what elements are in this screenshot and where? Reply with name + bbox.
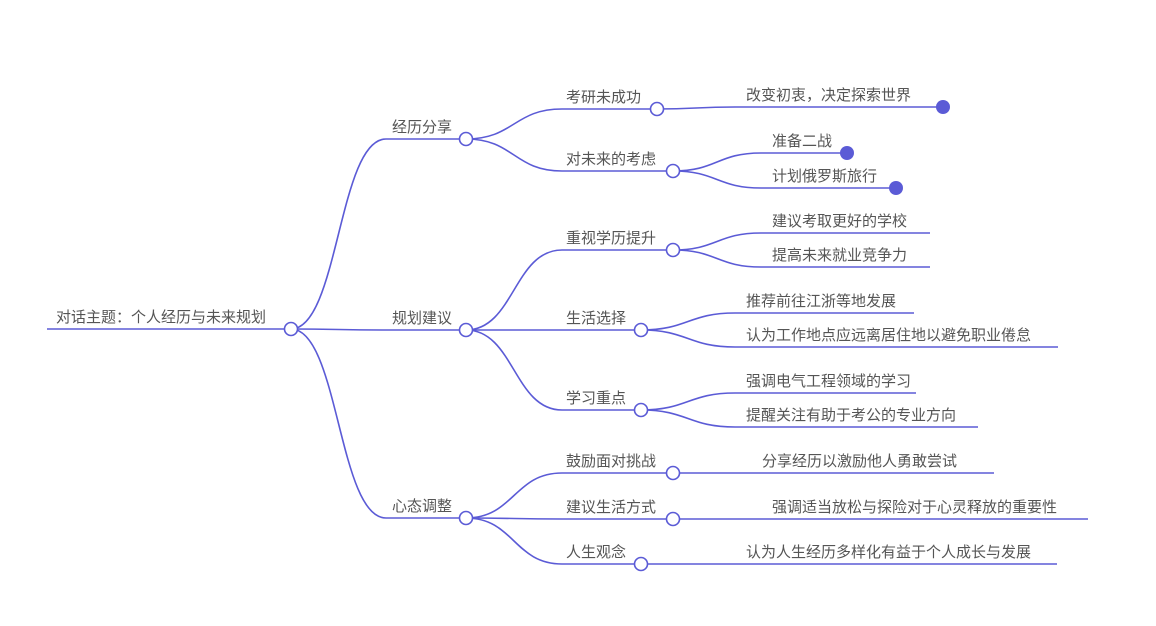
category-node-toggle[interactable]: [458, 131, 474, 147]
detail-label: 建议考取更好的学校: [772, 212, 908, 230]
topic-label: 对未来的考虑: [566, 150, 657, 168]
category-to-topic-connector: [465, 138, 563, 172]
category-to-topic-connector: [465, 329, 563, 411]
topic-to-detail-connector: [640, 329, 736, 348]
topic-to-detail-connector: [672, 170, 762, 189]
root-to-category-connector: [290, 328, 387, 519]
root-topic-label: 对话主题：个人经历与未来规划: [56, 308, 267, 326]
topic-to-detail-connector: [672, 249, 762, 268]
category-to-topic-connector: [465, 517, 563, 520]
topic-node-toggle[interactable]: [665, 511, 681, 527]
topic-node-toggle[interactable]: [665, 465, 681, 481]
detail-label: 分享经历以激励他人勇敢尝试: [762, 452, 958, 470]
category-node-toggle[interactable]: [458, 322, 474, 338]
detail-label: 提高未来就业竞争力: [772, 246, 908, 264]
topic-node-toggle[interactable]: [633, 556, 649, 572]
detail-end-dot[interactable]: [889, 181, 903, 195]
detail-label: 强调适当放松与探险对于心灵释放的重要性: [772, 498, 1058, 516]
category-to-topic-connector: [465, 108, 563, 140]
topic-to-detail-connector: [640, 392, 736, 411]
topic-node-toggle[interactable]: [649, 101, 665, 117]
topic-to-detail-connector: [672, 232, 762, 251]
category-node-toggle[interactable]: [458, 510, 474, 526]
detail-label: 改变初衷，决定探索世界: [746, 86, 912, 104]
category-to-topic-connector: [465, 249, 563, 331]
topic-to-detail-connector: [640, 312, 736, 331]
root-to-category-connector: [290, 328, 387, 331]
topic-node-toggle[interactable]: [665, 242, 681, 258]
topic-label: 人生观念: [566, 543, 627, 561]
category-to-topic-connector: [465, 517, 563, 565]
topic-label: 学习重点: [566, 389, 627, 407]
topic-label: 重视学历提升: [566, 229, 657, 247]
root-to-category-connector: [290, 138, 387, 330]
topic-node-toggle[interactable]: [665, 163, 681, 179]
topic-node-toggle[interactable]: [633, 402, 649, 418]
detail-label: 认为人生经历多样化有益于个人成长与发展: [746, 543, 1032, 561]
detail-label: 推荐前往江浙等地发展: [746, 292, 897, 310]
category-label: 规划建议: [392, 309, 453, 327]
topic-label: 考研未成功: [566, 88, 642, 106]
category-label: 经历分享: [392, 118, 453, 136]
detail-end-dot[interactable]: [840, 146, 854, 160]
topic-to-detail-connector: [656, 106, 736, 110]
topic-to-detail-connector: [640, 409, 736, 428]
topic-label: 鼓励面对挑战: [566, 452, 657, 470]
detail-label: 计划俄罗斯旅行: [772, 167, 878, 185]
topic-label: 建议生活方式: [566, 498, 657, 516]
category-label: 心态调整: [392, 497, 453, 515]
root-node-toggle[interactable]: [283, 321, 299, 337]
detail-label: 强调电气工程领域的学习: [746, 372, 912, 390]
topic-label: 生活选择: [566, 309, 627, 327]
category-to-topic-connector: [465, 472, 563, 519]
topic-node-toggle[interactable]: [633, 322, 649, 338]
topic-to-detail-connector: [672, 152, 762, 172]
detail-label: 提醒关注有助于考公的专业方向: [746, 406, 957, 424]
detail-label: 准备二战: [772, 132, 833, 150]
detail-end-dot[interactable]: [936, 100, 950, 114]
detail-label: 认为工作地点应远离居住地以避免职业倦怠: [746, 326, 1032, 344]
